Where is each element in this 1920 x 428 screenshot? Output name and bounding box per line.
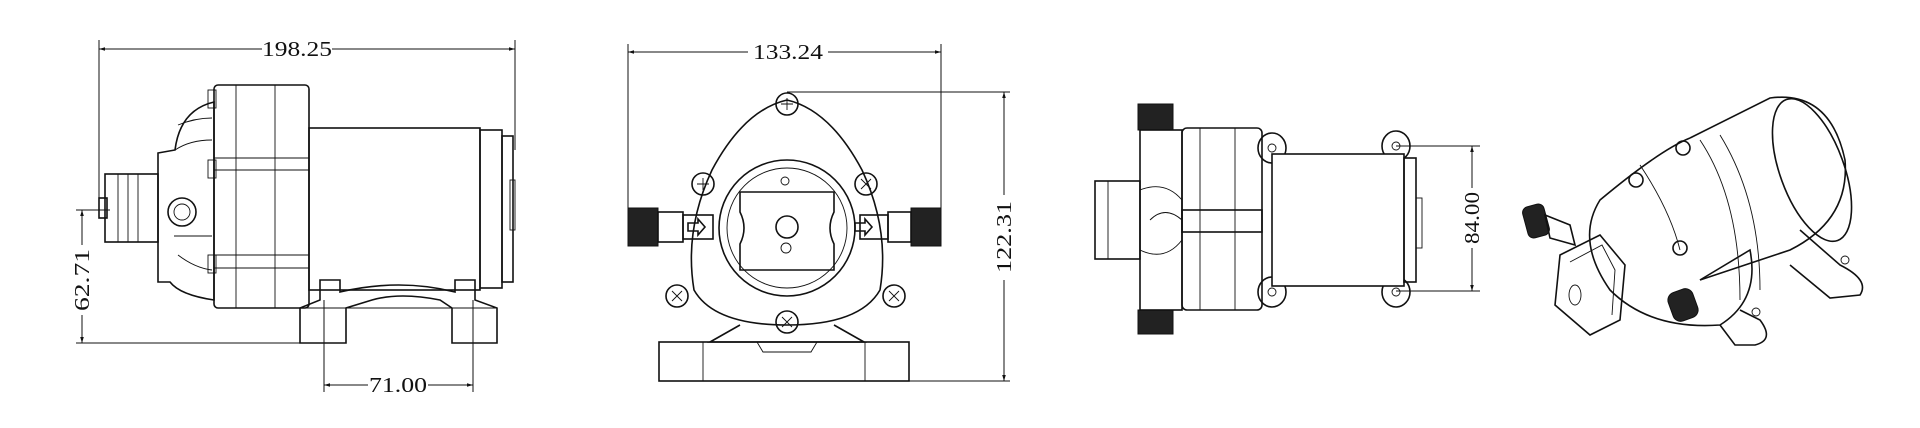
dimension-head-width: 133.24	[627, 40, 942, 210]
dimension-overall-length: 198.25	[98, 37, 516, 200]
isometric-view	[1522, 96, 1864, 346]
dimension-inlet-height: 62.71	[70, 209, 300, 344]
dimension-label-71: 71.00	[369, 373, 427, 397]
screw-icon	[665, 92, 906, 334]
dimension-label-133: 133.24	[753, 40, 824, 64]
dimension-label-122: 122.31	[992, 201, 1016, 273]
dimension-label-84: 84.00	[1460, 192, 1484, 244]
dimension-mount-spacing: 84.00	[1396, 145, 1484, 292]
side-view	[98, 84, 516, 344]
dimension-label-198: 198.25	[262, 37, 332, 61]
front-view	[627, 92, 942, 382]
dimension-label-62: 62.71	[70, 249, 94, 311]
top-view	[1094, 103, 1423, 335]
dimension-overall-height: 122.31	[787, 91, 1016, 382]
dimension-foot-spacing: 71.00	[323, 300, 474, 397]
